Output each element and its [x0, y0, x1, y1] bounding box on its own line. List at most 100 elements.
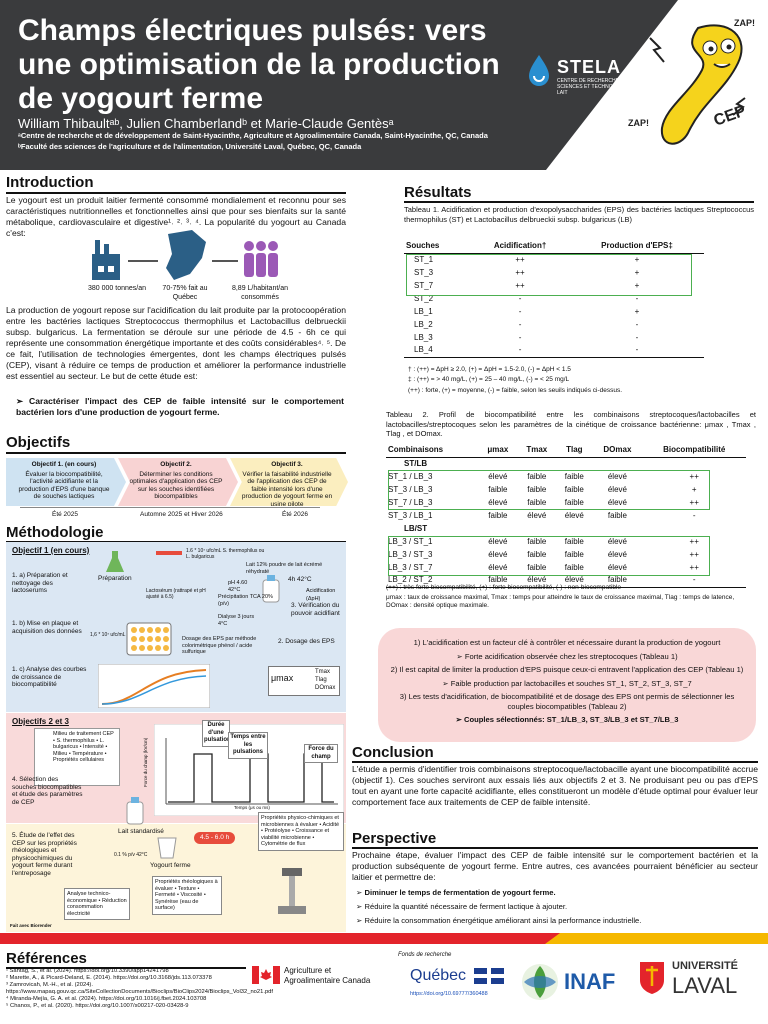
- yogurt-label: Yogourt ferme: [150, 862, 191, 869]
- poster-title: Champs électriques pulsés: vers une opti…: [18, 14, 500, 115]
- reference-1[interactable]: ¹ Santag, S., et al. (2024). https://doi…: [6, 968, 169, 974]
- conclusion-text: L'étude a permis d'identifier trois comb…: [352, 764, 758, 807]
- arrow-line-1: [128, 260, 158, 262]
- std-milk-bottle-icon: [126, 797, 144, 825]
- table-row: LB_3--: [404, 331, 704, 344]
- table-cell: [556, 522, 592, 535]
- table-cell: élevé: [488, 549, 508, 559]
- dosage-label: Dosage des EPS par méthode colorimétriqu…: [182, 636, 257, 655]
- table-cell: -: [692, 575, 696, 585]
- conclusion-underline: [352, 761, 758, 763]
- table-cell: LB_4: [414, 345, 433, 355]
- summary-point-1-detail: ➢ Forte acidification observée chez les …: [456, 651, 678, 661]
- pulse-interval-label: Temps entre les pulsations: [228, 732, 268, 759]
- table-cell: faible: [564, 536, 584, 546]
- reference-2[interactable]: ² Marette, A., & Picard-Deland, E. (2014…: [6, 975, 212, 981]
- summary-point-1: 1) L'acidification est un facteur clé à …: [413, 638, 721, 647]
- objective-2-title: Objectif 2.: [160, 461, 192, 468]
- table-cell: faible: [564, 549, 584, 559]
- table-cell: élevé: [527, 575, 547, 585]
- table-2: Combinaisons μmax Tmax Tlag DOmax Biocom…: [386, 444, 746, 588]
- table-2-note-2: μmax : taux de croissance maximal, Tmax …: [386, 594, 735, 609]
- table-cell: -: [635, 293, 639, 303]
- perspective-bullet-3-text: Réduire la consommation énergétique amél…: [364, 916, 642, 925]
- table-cell: élevé: [564, 510, 584, 520]
- methodo-sub-obj1: Objectif 1 (en cours): [12, 546, 90, 555]
- reference-5[interactable]: ⁵ Chanos, P., et al. (2020). https://doi…: [6, 1003, 189, 1009]
- perspective-bullet-2-text: Réduire la quantité nécessaire de fermen…: [364, 902, 568, 911]
- table-2-header-biocompat: Biocompatibilité: [642, 444, 746, 458]
- objective-1-title: Objectif 1. (en cours): [31, 461, 97, 468]
- table-cell: -: [518, 345, 522, 355]
- ufc-label: 1,6 * 10⁷ ufc/mL: [90, 632, 126, 638]
- x-axis-label: Temps (μs ou ms): [234, 805, 270, 810]
- table-cell: ++: [689, 562, 699, 572]
- intro-paragraph-2: La production de yogourt repose sur l'ac…: [6, 305, 346, 381]
- stela-logo: STELA CENTRE DE RECHERCHE EN SCIENCES ET…: [527, 52, 637, 102]
- resultats-underline: [404, 201, 754, 203]
- table-cell: faible: [564, 562, 584, 572]
- objective-2-card: Objectif 2. Déterminer les conditions op…: [118, 458, 238, 506]
- table-1-header-acidification: Acidification†: [470, 240, 571, 254]
- methodo-heading: Méthodologie: [6, 524, 104, 541]
- table-cell: faible: [607, 510, 627, 520]
- milk-label: Lait 12% poudre de lait écrémé réhydraté: [246, 562, 323, 575]
- table-cell: [592, 457, 642, 470]
- table-cell: -: [518, 293, 522, 303]
- table-cell: ++: [689, 549, 699, 559]
- cep-medium-box: Milieu de traitement CEP • S. thermophil…: [34, 728, 120, 786]
- t-lag-label: Tlag: [315, 677, 327, 683]
- table-cell: ++: [689, 471, 699, 481]
- table-2-header-domax: DOmax: [592, 444, 643, 458]
- table-cell: ST_3 / LB_3: [388, 484, 433, 494]
- frq-doi-link[interactable]: https://doi.org/10.69777/360488: [410, 991, 488, 997]
- table-cell: ++: [515, 254, 525, 264]
- milk-drop-icon: [529, 55, 549, 86]
- table-cell: faible: [488, 484, 508, 494]
- prepare-label: Préparation: [98, 575, 132, 582]
- objective-2-text: Déterminer les conditions optimales d'ap…: [129, 470, 223, 501]
- ph-label: pH 4.60 42°C: [228, 580, 248, 593]
- table-cell: ST_2: [414, 293, 434, 303]
- table-1-highlight: [406, 254, 692, 296]
- y-axis-label: Force du champ (kV/cm): [143, 737, 148, 787]
- intro-goal-text: Caractériser l'impact des CEP de faible …: [16, 396, 344, 417]
- conclusion-heading: Conclusion: [352, 744, 434, 761]
- table-cell: LB_3 / ST_3: [388, 549, 433, 559]
- reference-3[interactable]: ³ Zamrovicah, M.-H., et al. (2024). http…: [6, 982, 274, 995]
- pulse-diagram: [154, 724, 344, 816]
- reference-4[interactable]: ⁴ Miranda-Mejía, G. A. et al. (2024). ht…: [6, 996, 207, 1002]
- table-cell: [478, 457, 517, 470]
- table-cell: faible: [564, 471, 584, 481]
- table-row: ST_7+++: [404, 279, 704, 292]
- summary-point-2-detail: ➢ Faible production par lactobacilles et…: [442, 678, 692, 688]
- medium-label: Milieu de traitement CEP • S. thermophil…: [53, 731, 114, 763]
- ulaval-line-2: LAVAL: [672, 973, 738, 998]
- timeline-line: [20, 507, 320, 508]
- arrow-line-2: [212, 260, 238, 262]
- table-cell: faible: [527, 562, 547, 572]
- table-cell: -: [635, 319, 639, 329]
- table-cell: [478, 522, 517, 535]
- table-cell: [592, 522, 642, 535]
- table-cell: ST_1: [414, 254, 434, 264]
- table-cell: LB_3 / ST_7: [388, 562, 433, 572]
- yogurt-cup-icon: [157, 837, 177, 859]
- objective-3-card: Objectif 3. Vérifier la faisabilité indu…: [230, 458, 348, 506]
- table-2-note-1: (++) : très forte biocompatibilité, (+) …: [386, 584, 622, 591]
- table-cell: faible: [488, 575, 508, 585]
- perspective-underline: [352, 847, 758, 849]
- objective-1-text: Évaluer la biocompatibilité, l'activité …: [18, 470, 110, 501]
- perspective-bullet-3: ➢ Réduire la consommation énergétique am…: [356, 916, 642, 925]
- summary-point-3-detail: ➢ Couples sélectionnés: ST_1/LB_3, ST_3/…: [455, 715, 679, 724]
- physico-props-box: Propriétés physico-chimiques et microbie…: [258, 812, 344, 851]
- table-cell: élevé: [607, 536, 627, 546]
- table-cell: -: [518, 306, 522, 316]
- table-cell: [556, 457, 592, 470]
- table-cell: LB_3 / ST_1: [388, 536, 433, 546]
- flask-icon: [106, 551, 124, 572]
